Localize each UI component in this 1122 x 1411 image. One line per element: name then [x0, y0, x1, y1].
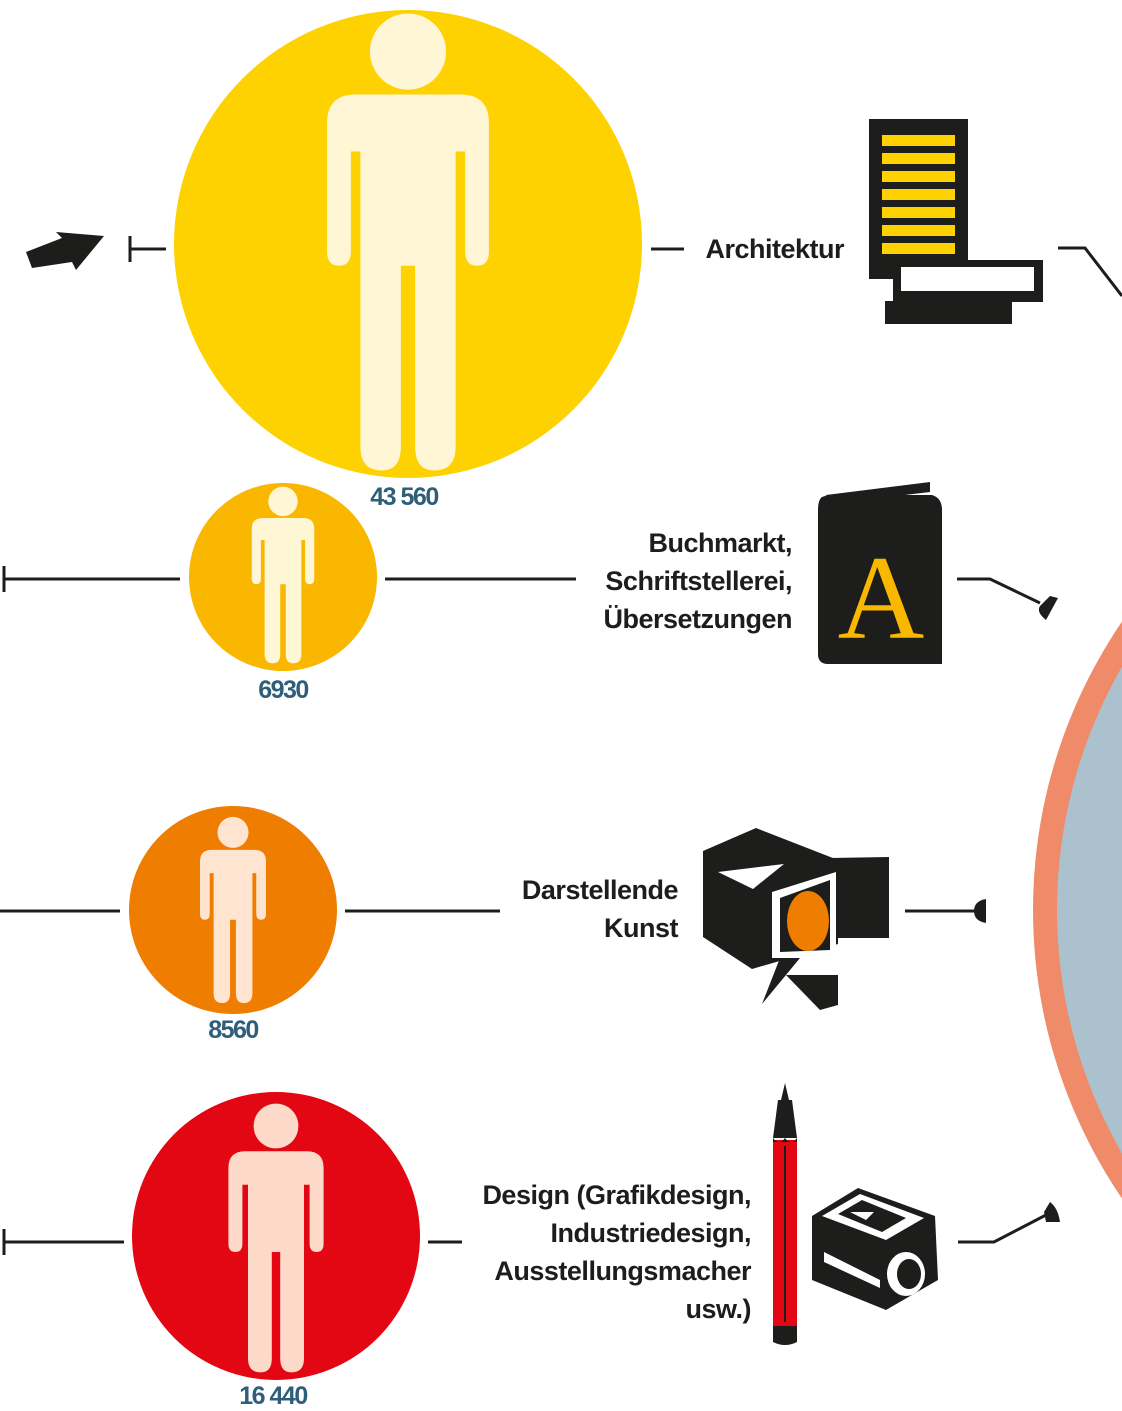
label-line: Buchmarkt,: [648, 528, 792, 558]
label-line: Kunst: [604, 913, 679, 943]
row-architektur: [128, 10, 1122, 478]
label-line: Darstellende: [521, 875, 679, 905]
label-line: Übersetzungen: [603, 604, 792, 634]
arrow-icon: [26, 232, 104, 270]
label-line: Design (Grafikdesign,: [482, 1180, 751, 1210]
connector-line: [958, 1213, 1047, 1244]
label-line: Schriftstellerei,: [605, 566, 792, 596]
connector-end: [1044, 1202, 1060, 1222]
count-design: 16 440: [239, 1382, 308, 1410]
connector-end: [974, 899, 986, 923]
summary-circle-fill: [1057, 666, 1122, 1154]
connector-line: [1058, 246, 1122, 297]
connector-line: [957, 577, 1041, 605]
summary-circle: [1033, 621, 1122, 1199]
category-label-buchmarkt: Buchmarkt, Schriftstellerei, Übersetzung…: [540, 524, 792, 638]
label-line: Ausstellungsmacher: [494, 1256, 751, 1286]
row-darstellende-kunst: [0, 806, 986, 1014]
book-letter: A: [838, 531, 925, 664]
label-line: Industriedesign,: [550, 1218, 751, 1248]
book-icon: A: [818, 482, 942, 664]
drafting-table-icon: [869, 119, 1043, 324]
row-buchmarkt: A: [2, 482, 1058, 671]
label-line: usw.): [685, 1294, 751, 1324]
category-label-design: Design (Grafikdesign, Industriedesign, A…: [440, 1176, 751, 1328]
pencil-icon: [773, 1083, 797, 1345]
stage-spotlight-icon: [703, 828, 889, 1010]
category-label-darstellende-kunst: Darstellende Kunst: [480, 871, 679, 947]
count-darstellende-kunst: 8560: [208, 1016, 259, 1044]
count-buchmarkt: 6930: [258, 676, 309, 704]
count-architektur: 43 560: [370, 483, 439, 511]
row-design: [2, 1083, 1060, 1380]
pencil-sharpener-icon: [812, 1188, 938, 1310]
connector-end: [1038, 596, 1058, 620]
label-line: Architektur: [705, 234, 844, 264]
category-label-architektur: Architektur: [660, 230, 844, 268]
